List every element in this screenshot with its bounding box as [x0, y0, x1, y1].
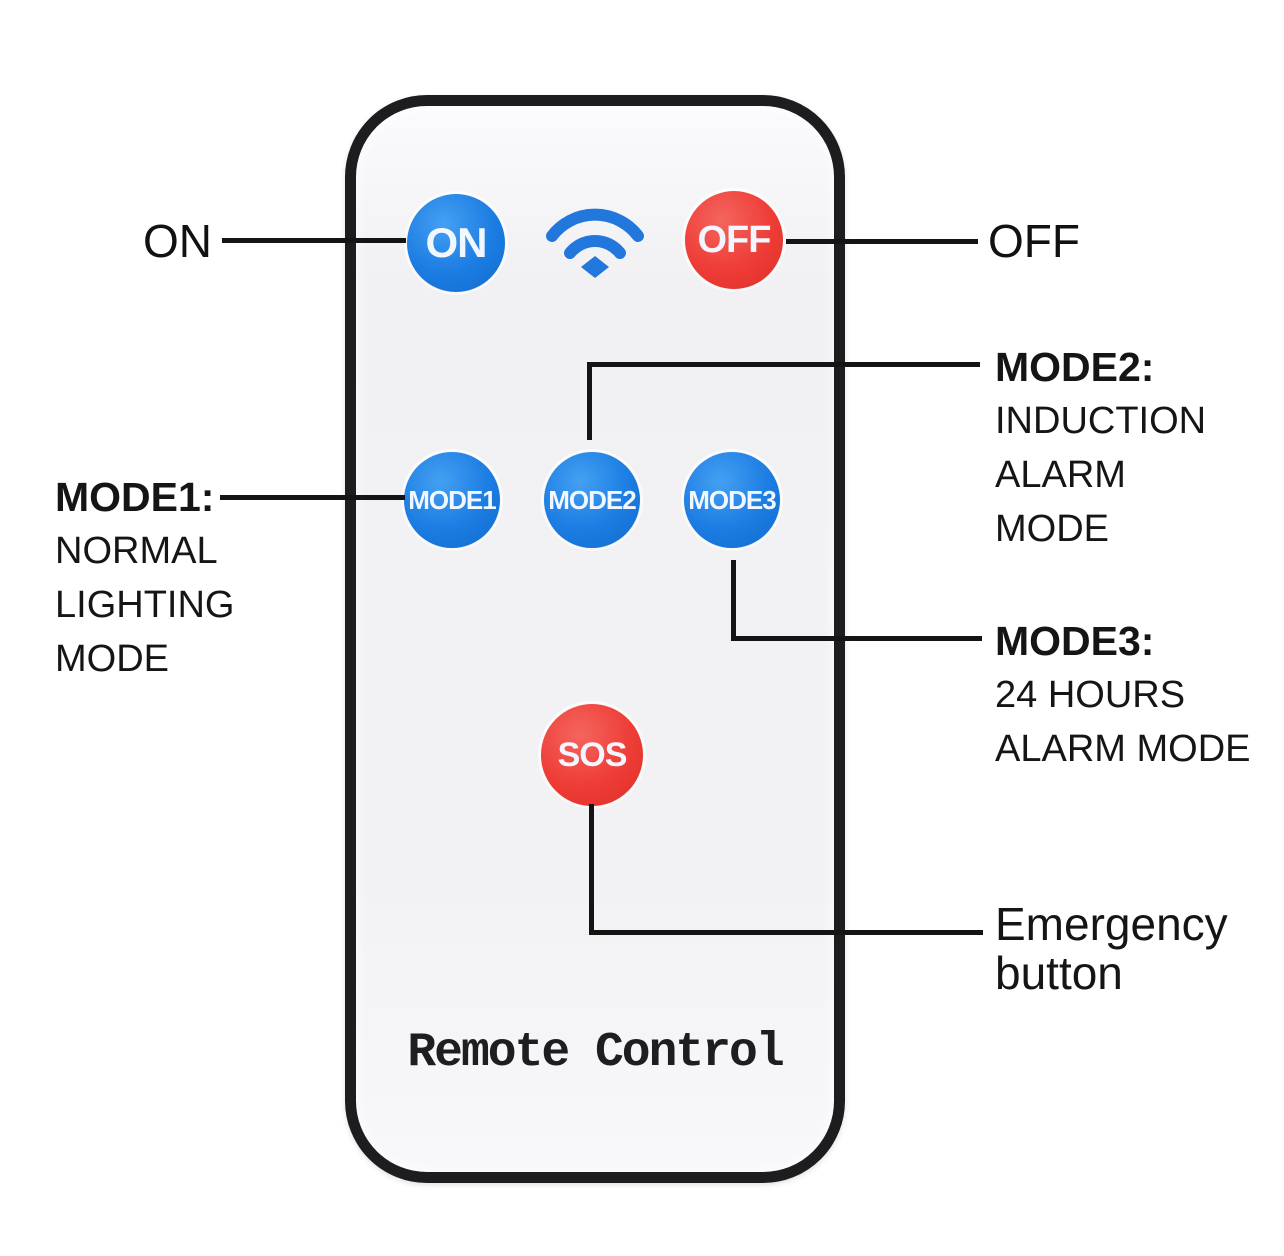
mode3-callout-title: MODE3:: [995, 618, 1155, 664]
emergency-callout-line: Emergency: [995, 898, 1228, 950]
mode1-callout-line: LIGHTING: [55, 584, 235, 626]
callout-line-mode3-v: [731, 560, 736, 641]
mode3-callout: MODE3: 24 HOURS ALARM MODE: [995, 614, 1250, 776]
mode1-callout-title: MODE1:: [55, 474, 215, 520]
mode2-callout-line: ALARM: [995, 454, 1126, 496]
off-callout-label: OFF: [988, 215, 1080, 267]
mode2-callout-line: MODE: [995, 508, 1109, 550]
mode3-button[interactable]: MODE3: [684, 452, 780, 548]
mode1-callout: MODE1: NORMAL LIGHTING MODE: [55, 470, 234, 686]
mode1-callout-line: MODE: [55, 638, 169, 680]
wifi-icon: [546, 208, 644, 278]
callout-line-off: [786, 239, 978, 244]
off-button[interactable]: OFF: [685, 191, 783, 289]
mode2-callout-title: MODE2:: [995, 344, 1155, 390]
mode3-callout-line: ALARM MODE: [995, 728, 1251, 770]
emergency-callout: Emergency button: [995, 900, 1228, 998]
remote-printed-label: Remote Control: [407, 1026, 784, 1080]
callout-line-on: [222, 238, 406, 243]
mode2-callout: MODE2: INDUCTION ALARM MODE: [995, 340, 1206, 556]
callout-line-mode2-v: [587, 362, 592, 440]
mode1-button[interactable]: MODE1: [404, 452, 500, 548]
callout-line-sos-h: [589, 930, 983, 935]
mode2-button[interactable]: MODE2: [544, 452, 640, 548]
callout-line-mode1: [220, 495, 405, 500]
mode1-callout-line: NORMAL: [55, 530, 218, 572]
on-callout-label: ON: [143, 215, 212, 267]
callout-line-mode3-h: [731, 636, 982, 641]
callout-line-mode2-h: [587, 362, 980, 367]
on-button[interactable]: ON: [407, 194, 505, 292]
callout-line-sos-v: [589, 804, 594, 935]
sos-button[interactable]: SOS: [541, 704, 643, 806]
emergency-callout-line: button: [995, 947, 1123, 999]
mode2-callout-line: INDUCTION: [995, 400, 1207, 442]
mode3-callout-line: 24 HOURS: [995, 674, 1186, 716]
